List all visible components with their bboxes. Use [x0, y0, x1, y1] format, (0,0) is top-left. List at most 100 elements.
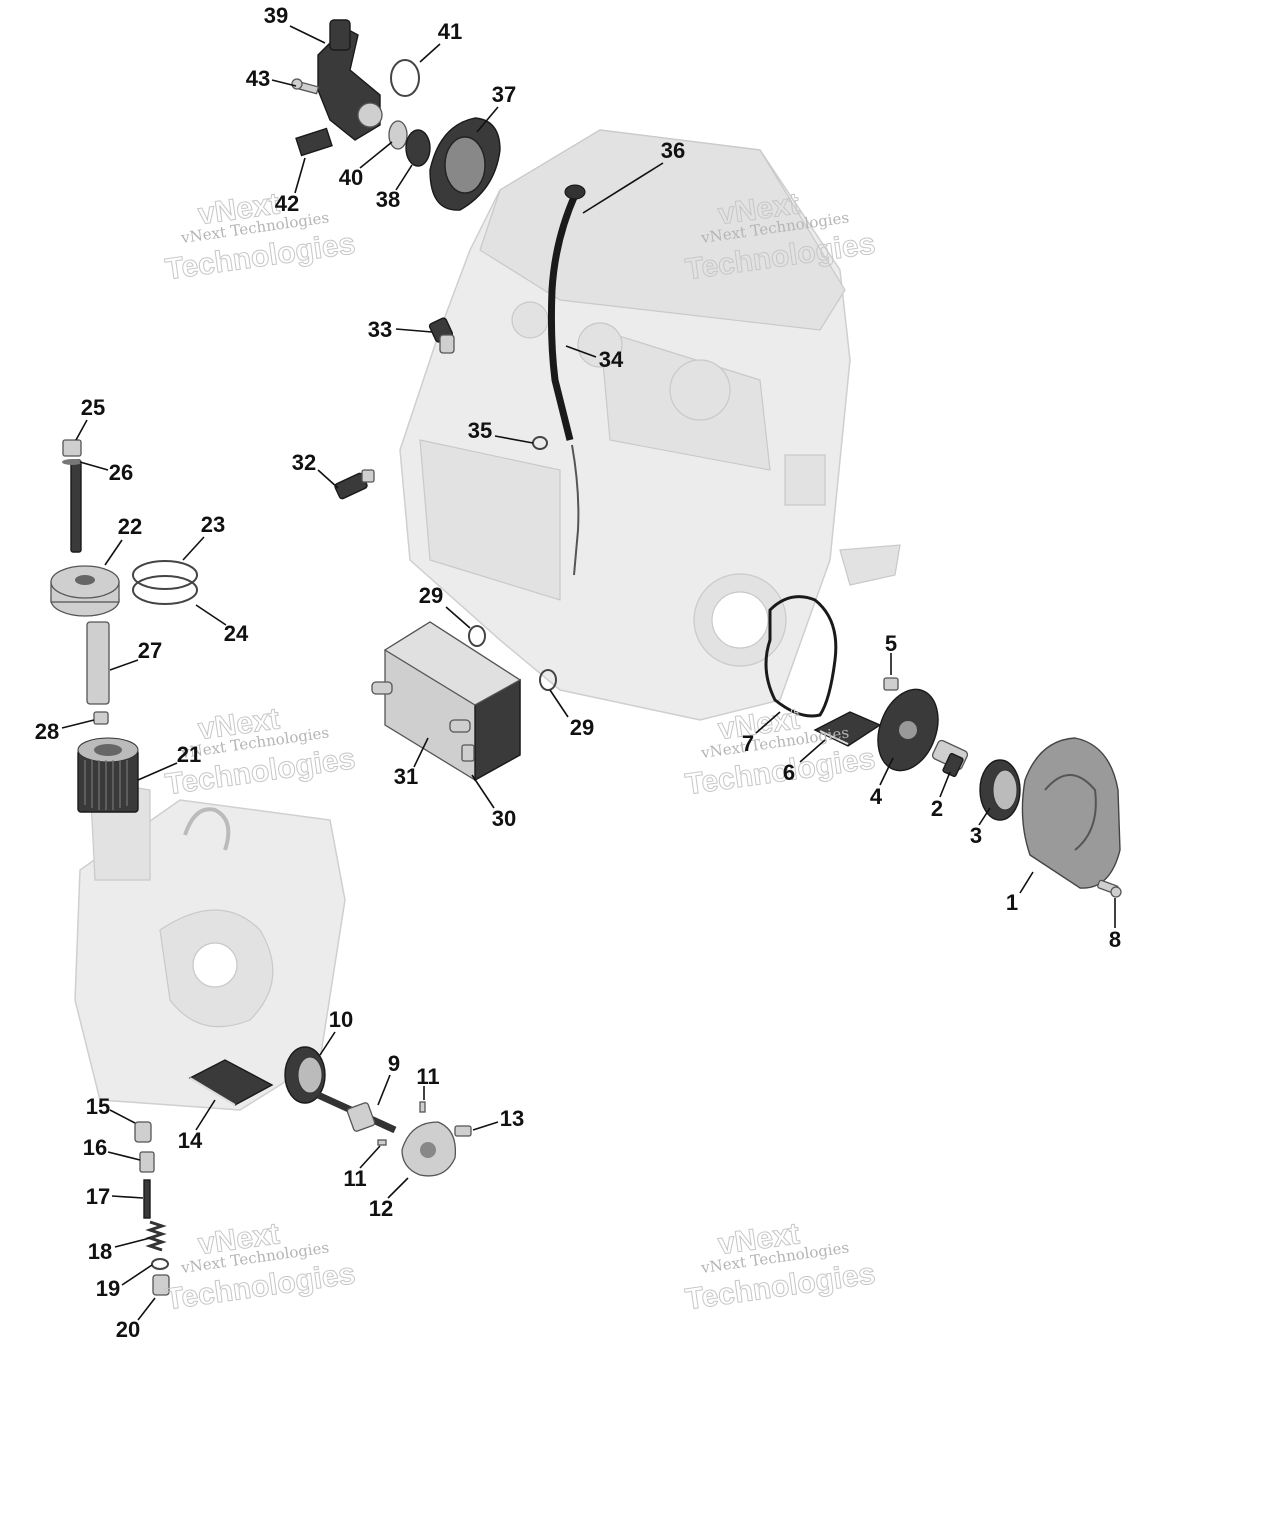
callout-leader-29b: [549, 689, 569, 718]
callout-number-35: 35: [468, 418, 492, 443]
part-14-strainer-screen: [188, 1059, 274, 1106]
callout-leader-25: [75, 419, 88, 441]
callout-number-2: 2: [931, 796, 943, 821]
cover-gasket-ghost: [693, 573, 838, 718]
part-10-pump-rotor: [284, 1046, 326, 1104]
callout-number-21: 21: [177, 742, 201, 767]
callout-number-39: 39: [264, 3, 288, 28]
callout-number-31: 31: [394, 764, 418, 789]
callout-number-29a: 29: [419, 583, 443, 608]
part-29-o-ring-lower: [539, 669, 557, 691]
callout-number-24: 24: [224, 621, 249, 646]
callout-leader-19: [121, 1264, 153, 1286]
part-11-pin-upper: [419, 1101, 426, 1113]
callout-leader-43: [271, 79, 297, 87]
callout-number-34: 34: [599, 347, 624, 372]
callout-number-12: 12: [369, 1196, 393, 1221]
callout-leader-30: [471, 774, 495, 809]
part-29-o-ring-upper: [468, 625, 486, 647]
watermark-1: vNext vNext Technologies Technologies: [163, 187, 358, 287]
part-11-pin-lower: [377, 1139, 387, 1146]
callout-number-29b: 29: [570, 715, 594, 740]
callout-leader-37: [476, 106, 499, 133]
callout-number-7: 7: [742, 731, 754, 756]
callout-number-30: 30: [492, 806, 516, 831]
callout-leader-22: [104, 539, 123, 566]
part-42-sensor: [295, 127, 333, 157]
callout-number-41: 41: [438, 19, 462, 44]
callout-leader-28: [61, 719, 95, 729]
callout-leader-40: [359, 141, 393, 169]
callout-leader-3: [978, 807, 991, 826]
callout-number-20: 20: [116, 1317, 140, 1342]
callout-number-1: 1: [1006, 890, 1018, 915]
callout-number-43: 43: [246, 66, 270, 91]
callout-leader-18: [114, 1237, 151, 1248]
callout-leader-11b: [359, 1145, 381, 1169]
callout-number-42: 42: [275, 191, 299, 216]
callout-number-4: 4: [870, 784, 883, 809]
callout-leader-36: [582, 162, 664, 214]
callout-number-11a: 11: [416, 1064, 439, 1089]
part-28-nut: [93, 711, 109, 725]
part-27-tube: [86, 621, 110, 705]
callout-number-15: 15: [86, 1094, 110, 1119]
callout-number-8: 8: [1109, 927, 1121, 952]
callout-leader-13: [472, 1121, 499, 1131]
callout-leader-15: [109, 1109, 136, 1124]
part-13-bolt: [454, 1125, 472, 1137]
callout-number-17: 17: [86, 1184, 110, 1209]
callout-leader-9: [377, 1074, 391, 1106]
callout-leader-14: [195, 1099, 216, 1131]
callout-leader-4: [879, 757, 894, 786]
callout-leader-26: [79, 461, 109, 471]
callout-number-10: 10: [329, 1007, 353, 1032]
callout-number-23: 23: [201, 512, 225, 537]
callout-leader-39: [289, 25, 326, 44]
callout-number-16: 16: [83, 1135, 107, 1160]
callout-leader-24: [195, 604, 227, 626]
part-39-valve-assembly: [317, 19, 383, 141]
part-12-pump-cover: [401, 1121, 457, 1177]
callout-leader-23: [182, 536, 205, 561]
part-1-pump-housing: [1021, 737, 1121, 889]
callout-leader-27: [109, 659, 139, 671]
part-23-24-o-rings: [132, 560, 198, 605]
callout-number-13: 13: [500, 1106, 524, 1131]
callout-number-36: 36: [661, 138, 685, 163]
part-38-washer: [405, 129, 431, 167]
callout-leader-33: [395, 328, 433, 333]
callout-number-11b: 11: [343, 1166, 366, 1191]
engine-block-ghost: [399, 129, 901, 721]
callout-leader-10: [319, 1031, 336, 1056]
part-9-pump-shaft: [316, 1091, 397, 1134]
part-5-screw: [883, 677, 899, 691]
part-22-filter-cap: [50, 565, 120, 617]
callout-number-38: 38: [376, 187, 400, 212]
callout-number-25: 25: [81, 395, 105, 420]
callout-leader-21: [137, 762, 178, 781]
callout-leader-17: [111, 1195, 144, 1199]
callout-leader-32: [317, 469, 339, 489]
part-34-36-dipstick-tube: [547, 184, 586, 576]
part-8-bolt: [1097, 879, 1122, 898]
part-31-oil-cooler: [371, 621, 522, 782]
callout-leader-31: [413, 737, 429, 768]
crankcase-ghost: [74, 779, 346, 1111]
callout-leader-34: [565, 345, 597, 358]
callout-number-33: 33: [368, 317, 392, 342]
callout-number-40: 40: [339, 165, 363, 190]
callout-number-37: 37: [492, 82, 516, 107]
callout-leader-29a: [445, 606, 471, 629]
part-2-gear-shaft: [931, 739, 969, 778]
part-21-oil-filter: [77, 737, 139, 813]
callout-leader-6: [799, 739, 826, 763]
callout-leader-16: [107, 1151, 141, 1161]
callout-number-32: 32: [292, 450, 316, 475]
part-30-screw: [461, 744, 475, 762]
callout-leader-2: [939, 771, 951, 798]
callout-number-5: 5: [885, 631, 897, 656]
callout-leader-20: [137, 1297, 156, 1321]
callout-leader-38: [395, 164, 413, 191]
